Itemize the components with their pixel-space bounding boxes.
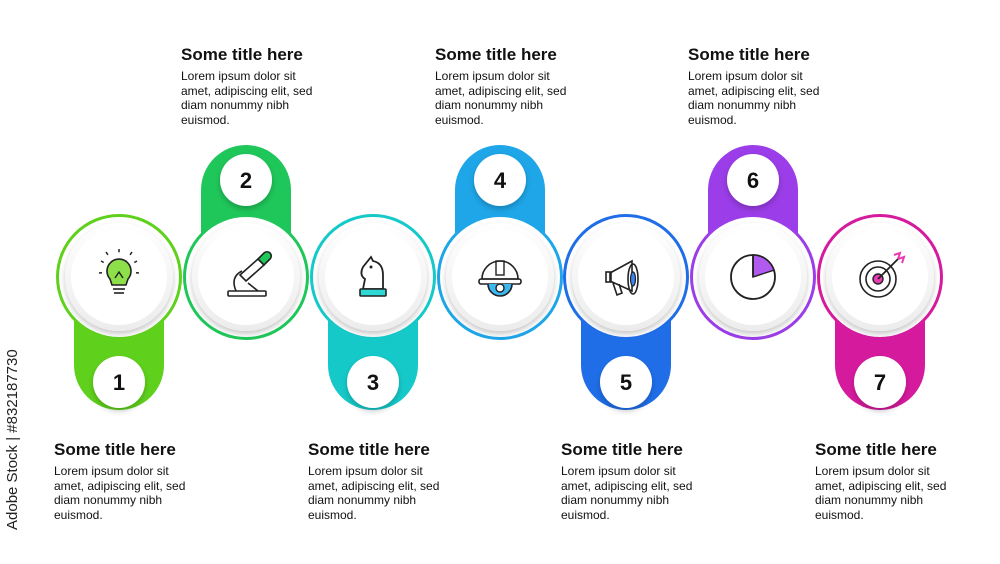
step-7-title: Some title here — [815, 440, 937, 459]
chess-knight-icon — [359, 255, 387, 297]
watermark: Adobe Stock | #832187730 — [4, 349, 21, 530]
step-7-number-bubble — [854, 356, 906, 408]
megaphone-icon — [605, 259, 639, 297]
step-4-description: Lorem ipsum dolor sit amet, adipiscing e… — [435, 69, 567, 127]
step-6-description: Lorem ipsum dolor sit amet, adipiscing e… — [688, 69, 820, 127]
step-1-description: Lorem ipsum dolor sit amet, adipiscing e… — [54, 464, 186, 522]
step-5-description: Lorem ipsum dolor sit amet, adipiscing e… — [561, 464, 693, 522]
step-6-number: 6 — [747, 168, 759, 193]
step-3: 3 — [310, 214, 436, 410]
step-5-number: 5 — [620, 370, 632, 395]
step-7: 7 — [817, 214, 943, 410]
step-6: 6 — [690, 145, 816, 340]
step-4: 4 — [437, 145, 563, 340]
step-6-number-bubble — [727, 154, 779, 206]
step-7-description: Lorem ipsum dolor sit amet, adipiscing e… — [815, 464, 947, 522]
step-2-description: Lorem ipsum dolor sit amet, adipiscing e… — [181, 69, 313, 127]
step-3-number: 3 — [367, 370, 379, 395]
step-1-number: 1 — [113, 370, 125, 395]
step-5-title: Some title here — [561, 440, 683, 459]
step-5-number-bubble — [600, 356, 652, 408]
step-4-title: Some title here — [435, 45, 557, 64]
lightbulb-icon — [98, 249, 140, 294]
step-6-title: Some title here — [688, 45, 810, 64]
target-icon — [859, 251, 906, 298]
microscope-icon — [227, 250, 273, 297]
step-3-description: Lorem ipsum dolor sit amet, adipiscing e… — [308, 464, 440, 522]
step-2-title: Some title here — [181, 45, 303, 64]
step-3-title: Some title here — [308, 440, 430, 459]
step-4-number-bubble — [474, 154, 526, 206]
step-3-number-bubble — [347, 356, 399, 408]
step-4-number: 4 — [494, 168, 507, 193]
step-1-title: Some title here — [54, 440, 176, 459]
step-2-number-bubble — [220, 154, 272, 206]
step-2: 2 — [183, 145, 309, 340]
hard-hat-gear-icon — [478, 260, 522, 297]
step-1: 1 — [56, 214, 182, 410]
clock-icon — [730, 254, 776, 300]
step-1-number-bubble — [93, 356, 145, 408]
step-2-number: 2 — [240, 168, 252, 193]
step-5: 5 — [563, 214, 689, 410]
step-7-number: 7 — [874, 370, 886, 395]
